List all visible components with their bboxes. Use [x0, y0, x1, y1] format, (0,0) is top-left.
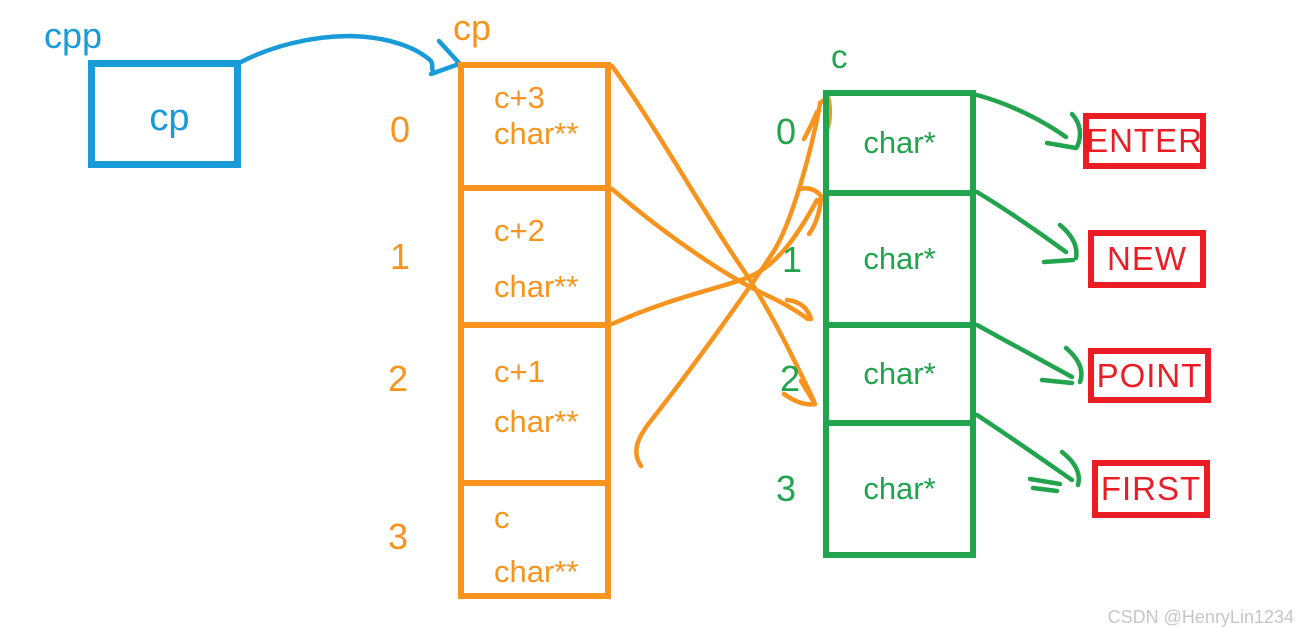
c-array: char* char* char* char* [823, 90, 976, 558]
string-box-enter-label: ENTER [1086, 122, 1203, 159]
cpp-label: cpp [44, 15, 103, 56]
cp-cell-3: c char** [458, 480, 611, 599]
cp-array-label: cp [453, 7, 492, 48]
c-cell-1-type: char* [863, 241, 936, 276]
string-box-point: POINT [1088, 348, 1211, 403]
arrow-cpp-to-cp [238, 33, 462, 77]
c-array-label: c [831, 38, 848, 75]
cp-cell-0: c+3 char** [458, 62, 611, 191]
cp-cell-1-value: c+2 [494, 213, 545, 248]
string-box-new: NEW [1088, 230, 1206, 288]
cp-cell-3-type: char** [494, 553, 579, 589]
c-cell-0-type: char* [863, 125, 936, 160]
watermark: CSDN @HenryLin1234 [1107, 607, 1294, 627]
c-cell-1: char* [823, 190, 976, 328]
c-cell-3-type: char* [863, 471, 936, 506]
cp-index-0: 0 [390, 109, 411, 150]
cp-index-3: 3 [388, 516, 409, 557]
c-index-1: 1 [782, 239, 803, 280]
arrow-c2-to-point [974, 322, 1084, 386]
string-box-first-label: FIRST [1100, 470, 1202, 507]
cp-array: c+3 char** c+2 char** c+1 char** c char*… [458, 62, 611, 599]
arrow-c0-to-enter [974, 92, 1083, 151]
string-box-enter: ENTER [1083, 113, 1206, 169]
cp-cell-2-type: char** [494, 403, 579, 439]
arrow-cp3-to-c0 [634, 94, 832, 469]
cp-cell-1: c+2 char** [458, 185, 611, 328]
cp-cell-2: c+1 char** [458, 322, 611, 486]
c-index-0: 0 [776, 111, 797, 152]
cpp-pointer-box: cp [88, 60, 241, 168]
c-cell-3: char* [823, 420, 976, 558]
string-box-first: FIRST [1092, 460, 1210, 518]
cp-cell-1-type: char** [494, 268, 579, 304]
c-index-2: 2 [780, 358, 801, 399]
arrow-c3-to-first [974, 412, 1081, 494]
cpp-box-value: cp [149, 96, 190, 139]
c-cell-2-type: char* [863, 356, 936, 391]
c-cell-0: char* [823, 90, 976, 196]
string-box-new-label: NEW [1107, 240, 1187, 277]
arrow-c1-to-new [974, 189, 1079, 265]
cp-cell-0-type: char** [494, 115, 579, 151]
c-index-3: 3 [776, 468, 797, 509]
cp-index-2: 2 [388, 358, 409, 399]
c-cell-2: char* [823, 322, 976, 426]
string-box-point-label: POINT [1096, 356, 1203, 394]
cp-cell-0-value: c+3 [494, 80, 545, 115]
cp-cell-2-value: c+1 [494, 354, 545, 389]
cp-cell-3-value: c [494, 500, 510, 535]
cp-index-1: 1 [390, 236, 411, 277]
